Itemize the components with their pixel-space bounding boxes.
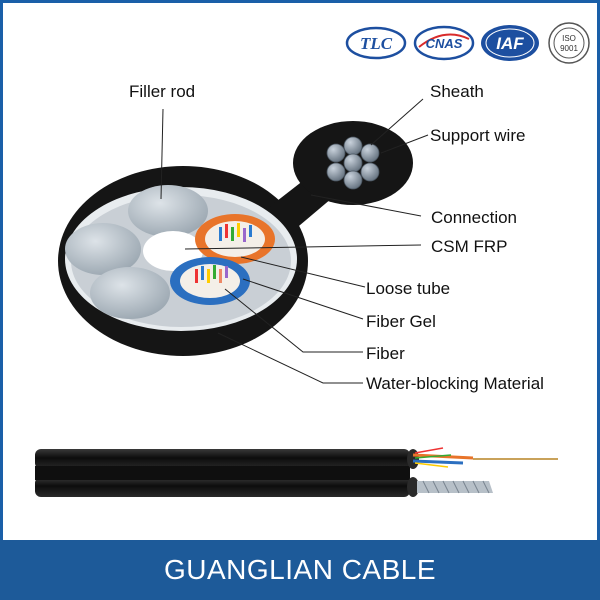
filler-rods <box>65 185 208 319</box>
label-fiber: Fiber <box>366 344 405 363</box>
svg-text:TLC: TLC <box>360 34 393 53</box>
label-filler-rod: Filler rod <box>129 82 196 101</box>
cable-side-view <box>35 447 558 497</box>
leader-lines <box>160 98 429 384</box>
tlc-logo: TLC <box>345 21 407 65</box>
support-wire-strands <box>326 136 380 190</box>
iso-logo: ISO 9001 <box>547 21 591 65</box>
svg-text:9001: 9001 <box>560 44 578 53</box>
label-loose-tube: Loose tube <box>366 279 451 298</box>
brand-footer: GUANGLIAN CABLE <box>0 540 600 600</box>
svg-text:IAF: IAF <box>496 34 524 53</box>
svg-text:CNAS: CNAS <box>426 36 463 51</box>
label-water-blocking: Water-blocking Material <box>366 374 544 393</box>
iaf-logo: IAF <box>479 21 541 65</box>
label-connection: Connection <box>431 208 518 227</box>
orange-loose-tube <box>195 214 275 264</box>
cnas-logo: CNAS <box>413 21 475 65</box>
label-sheath: Sheath <box>430 82 484 101</box>
label-fiber-gel: Fiber Gel <box>366 312 436 331</box>
label-support-wire: Support wire <box>430 126 526 145</box>
svg-text:ISO: ISO <box>562 34 576 43</box>
brand-name: GUANGLIAN CABLE <box>163 554 437 585</box>
blue-loose-tube <box>170 257 250 305</box>
label-csm-frp: CSM FRP <box>431 237 508 256</box>
cable-cross-section-diagram <box>35 98 558 497</box>
